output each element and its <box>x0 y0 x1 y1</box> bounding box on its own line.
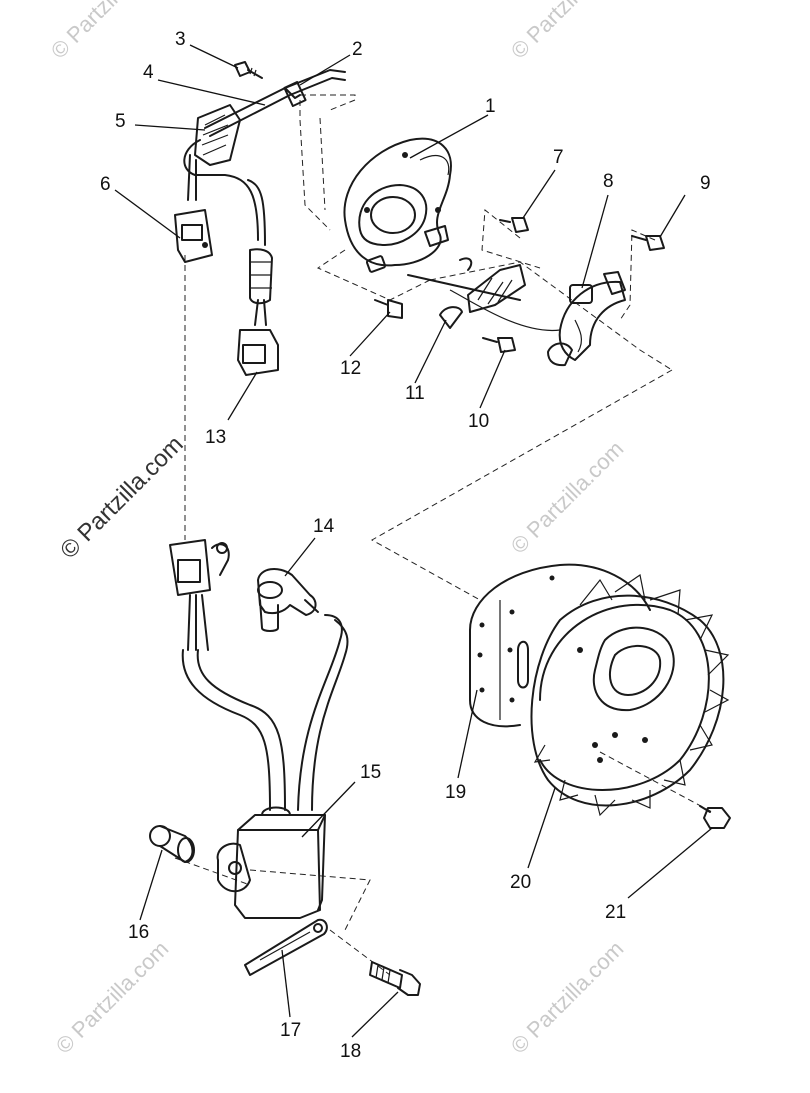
callout-13: 13 <box>205 427 226 448</box>
part-bolt-3 <box>234 61 263 79</box>
callout-10: 10 <box>468 411 489 432</box>
callout-12: 12 <box>340 358 361 379</box>
watermark-bottom-left: © Partzilla.com <box>51 936 174 1059</box>
part-cdi-connector <box>169 539 286 811</box>
callout-7: 7 <box>553 147 564 168</box>
callout-19: 19 <box>445 782 466 803</box>
callout-2: 2 <box>352 39 363 60</box>
watermark-top-right: © Partzilla.com <box>506 0 629 64</box>
callout-8: 8 <box>603 171 614 192</box>
part-flywheel <box>469 563 730 817</box>
part-stator-plate <box>343 137 452 273</box>
part-bolt-18 <box>369 961 421 996</box>
callout-18: 18 <box>340 1041 361 1062</box>
callout-14: 14 <box>313 516 335 537</box>
callout-1: 1 <box>485 96 496 117</box>
part-screw-10 <box>482 337 516 353</box>
part-pickup-coil <box>407 257 561 332</box>
callout-4: 4 <box>143 62 154 83</box>
callout-16: 16 <box>128 922 149 943</box>
callout-3: 3 <box>175 29 186 50</box>
leader-lines <box>114 44 713 1038</box>
part-ignition-coil <box>216 806 326 919</box>
callout-20: 20 <box>510 872 531 893</box>
callout-11: 11 <box>405 383 425 404</box>
callout-6: 6 <box>100 174 111 195</box>
watermark-top-left: © Partzilla.com <box>46 0 169 64</box>
callout-17: 17 <box>280 1020 301 1041</box>
callout-labels: 1 2 3 4 5 6 7 8 9 10 11 12 13 14 15 16 1… <box>100 29 711 1062</box>
part-wiring-harness-upper <box>174 69 346 376</box>
watermark-bottom-right: © Partzilla.com <box>506 936 629 1059</box>
callout-5: 5 <box>115 111 126 132</box>
part-screw-7 <box>499 217 529 233</box>
watermark-right-middle: © Partzilla.com <box>506 436 629 559</box>
part-spark-plug-cap <box>257 568 349 811</box>
part-screw-12 <box>374 299 403 319</box>
part-mounting-strip <box>244 918 328 976</box>
callout-9: 9 <box>700 173 711 194</box>
callout-21: 21 <box>605 902 626 923</box>
callout-15: 15 <box>360 762 381 783</box>
part-bolt-21 <box>699 805 731 829</box>
part-charging-coil <box>547 271 626 367</box>
watermark-left-middle: © Partzilla.com <box>55 431 188 564</box>
part-screw-9 <box>631 235 665 251</box>
part-spacer <box>149 825 195 863</box>
watermarks: © Partzilla.com © Partzilla.com © Partzi… <box>46 0 629 1059</box>
